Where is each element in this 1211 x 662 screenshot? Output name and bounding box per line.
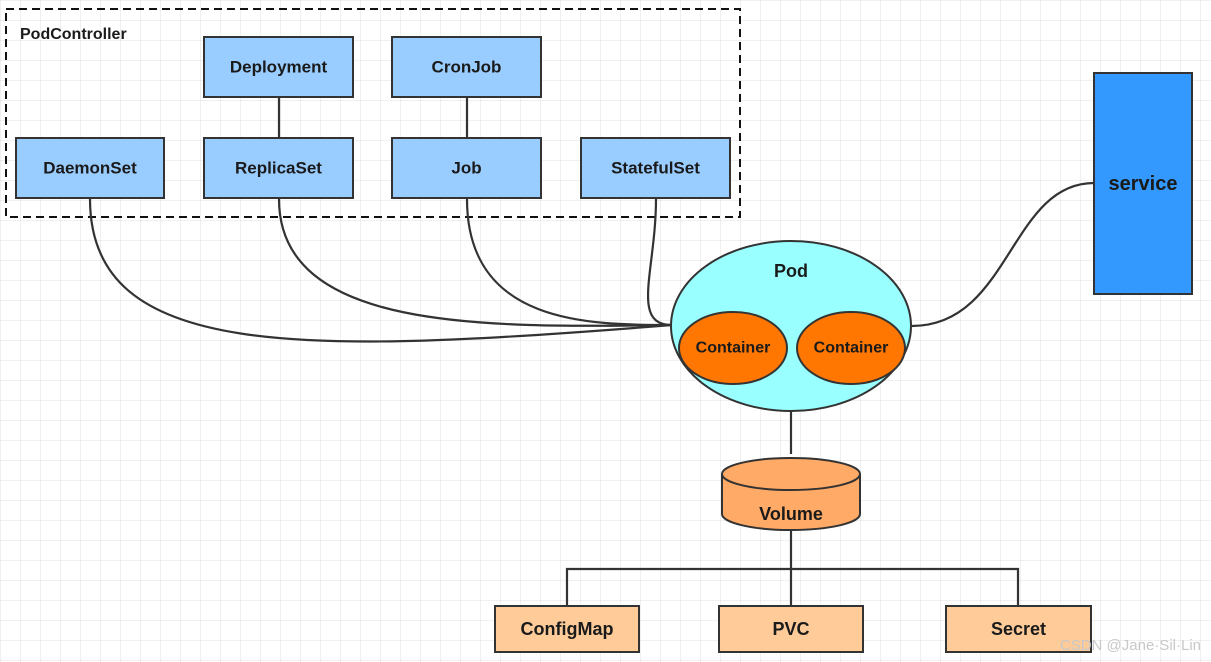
secret-label: Secret xyxy=(991,619,1046,639)
deployment-box xyxy=(203,36,354,98)
container-2-ellipse xyxy=(796,311,906,385)
edge-statefulset-pod xyxy=(646,198,673,327)
node-daemonset: DaemonSet xyxy=(15,137,165,199)
daemonset-box xyxy=(15,137,165,199)
node-volume: Volume xyxy=(721,457,861,531)
edge-volume-configmap xyxy=(565,567,791,606)
replicaset-box xyxy=(203,137,354,199)
node-job: Job xyxy=(391,137,542,199)
podcontroller-group xyxy=(5,8,741,218)
node-cronjob: CronJob xyxy=(391,36,542,98)
node-replicaset: ReplicaSet xyxy=(203,137,354,199)
container-1-ellipse xyxy=(678,311,788,385)
node-pvc: PVC xyxy=(718,605,864,653)
job-label: Job xyxy=(451,159,481,178)
pod-label: Pod xyxy=(774,261,808,281)
node-secret: Secret xyxy=(945,605,1092,653)
service-box xyxy=(1093,72,1193,295)
edge-volume-secret xyxy=(791,567,1020,606)
volume-cylinder-top xyxy=(721,457,861,491)
pvc-label: PVC xyxy=(772,619,809,639)
job-box xyxy=(391,137,542,199)
daemonset-label: DaemonSet xyxy=(43,159,137,178)
cronjob-box xyxy=(391,36,542,98)
cronjob-label: CronJob xyxy=(432,58,502,77)
volume-label: Volume xyxy=(759,504,823,524)
node-pod: Pod Container Container xyxy=(670,240,912,412)
watermark-text: CSDN @Jane·Sil·Lin xyxy=(1059,637,1201,654)
node-configmap: ConfigMap xyxy=(494,605,640,653)
secret-box xyxy=(945,605,1092,653)
statefulset-box xyxy=(580,137,731,199)
edge-replicaset-pod xyxy=(277,198,673,327)
edge-pod-service xyxy=(911,181,1095,328)
edge-job-pod xyxy=(465,198,673,327)
service-label: service xyxy=(1109,173,1178,195)
node-statefulset: StatefulSet xyxy=(580,137,731,199)
podcontroller-label: PodController xyxy=(20,26,127,43)
replicaset-label: ReplicaSet xyxy=(235,159,322,178)
configmap-box xyxy=(494,605,640,653)
node-deployment: Deployment xyxy=(203,36,354,98)
edge-daemonset-pod xyxy=(88,198,673,343)
pvc-box xyxy=(718,605,864,653)
container-1-label: Container xyxy=(696,340,771,357)
statefulset-label: StatefulSet xyxy=(611,159,700,178)
node-service: service xyxy=(1093,72,1193,295)
container-2-label: Container xyxy=(814,340,889,357)
configmap-label: ConfigMap xyxy=(521,619,614,639)
deployment-label: Deployment xyxy=(230,58,328,77)
edges xyxy=(88,97,1095,606)
